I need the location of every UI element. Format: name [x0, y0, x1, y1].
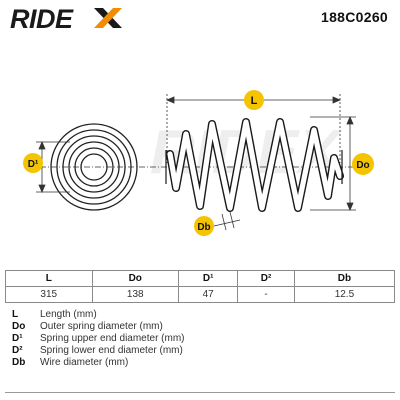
legend-key: D¹: [12, 333, 23, 344]
d1-callout: D¹: [23, 153, 43, 173]
svg-text:RIDE: RIDE: [10, 4, 74, 32]
spring-diagram: RIDEX D¹ L: [23, 90, 374, 236]
d1-dimension-line: [36, 140, 70, 194]
value-outer-diameter: 138: [91, 286, 179, 303]
header-upper-diameter: D¹: [177, 270, 239, 287]
legend-item: D¹ Spring upper end diameter (mm): [12, 333, 185, 345]
db-callout: Db: [194, 216, 214, 236]
header-lower-diameter: D²: [237, 270, 295, 287]
svg-text:D¹: D¹: [28, 159, 39, 170]
part-code: 188C0260: [320, 9, 388, 25]
svg-text:Do: Do: [356, 160, 369, 171]
bottom-divider: [5, 392, 395, 393]
spec-value-row: 315 138 47 - 12.5: [5, 286, 396, 303]
legend-item: Do Outer spring diameter (mm): [12, 321, 185, 333]
legend-key: L: [12, 309, 19, 320]
do-callout: Do: [352, 153, 374, 175]
spring-end-coils: [165, 150, 343, 184]
svg-text:L: L: [251, 95, 258, 107]
legend-key: Db: [12, 357, 26, 368]
do-dimension-line: [310, 115, 356, 212]
legend-text: Length (mm): [40, 309, 97, 320]
legend-item: L Length (mm): [12, 309, 185, 321]
header-wire-diameter: Db: [293, 270, 396, 287]
legend-item: Db Wire diameter (mm): [12, 357, 185, 369]
legend-item: D² Spring lower end diameter (mm): [12, 345, 185, 357]
logo-x-mark: [94, 8, 122, 28]
value-upper-diameter: 47: [177, 286, 239, 303]
header-outer-diameter: Do: [91, 270, 179, 287]
legend-text: Wire diameter (mm): [40, 357, 129, 368]
legend: L Length (mm) Do Outer spring diameter (…: [12, 309, 185, 369]
length-callout: L: [244, 90, 264, 110]
value-length: 315: [5, 286, 93, 303]
legend-text: Spring upper end diameter (mm): [40, 333, 185, 344]
spec-table: L Do D¹ D² Db 315 138 47 - 12.5: [5, 270, 396, 303]
legend-key: D²: [12, 345, 23, 356]
ridex-logo: RIDE: [10, 4, 122, 32]
svg-text:Db: Db: [197, 222, 210, 233]
db-dimension-line: [213, 211, 241, 231]
spring-side-view-highlight: [167, 119, 343, 211]
spec-header-row: L Do D¹ D² Db: [5, 270, 396, 287]
legend-key: Do: [12, 321, 26, 332]
legend-text: Outer spring diameter (mm): [40, 321, 163, 332]
legend-text: Spring lower end diameter (mm): [40, 345, 183, 356]
header-length: L: [5, 270, 93, 287]
value-wire-diameter: 12.5: [293, 286, 396, 303]
value-lower-diameter: -: [237, 286, 295, 303]
